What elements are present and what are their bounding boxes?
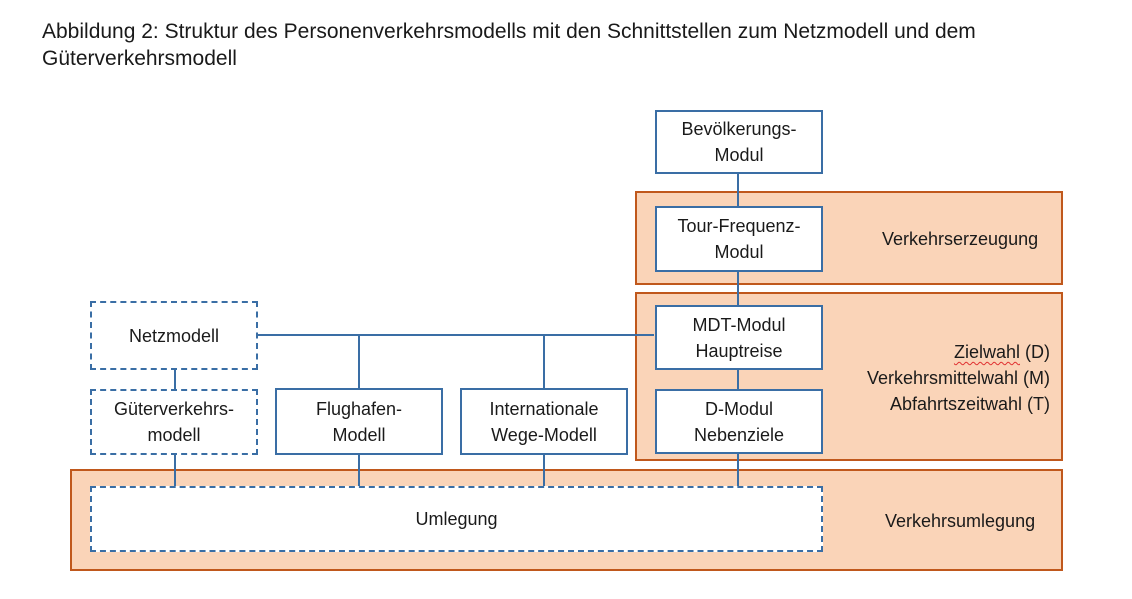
box-tour-frequenz-modul-label: Tour-Frequenz- Modul [677, 216, 801, 262]
box-bevoelkerungs-modul-label: Bevölkerungs- Modul [681, 119, 797, 165]
box-d-modul: D-Modul Nebenziele [655, 389, 823, 454]
label-choice-stages: Zielwahl (D) Verkehrsmittelwahl (M) Abfa… [867, 339, 1050, 417]
box-d-modul-label: D-Modul Nebenziele [693, 398, 785, 445]
box-umlegung: Umlegung [90, 486, 823, 552]
box-mdt-modul-label: MDT-Modul Hauptreise [692, 314, 786, 361]
box-internationale-wege-modell: Internationale Wege-Modell [460, 388, 628, 455]
box-internationale-wege-modell-label: Internationale Wege-Modell [489, 398, 599, 445]
box-netzmodell-label: Netzmodell [128, 325, 220, 346]
label-zielwahl-word: Zielwahl [953, 342, 1020, 362]
box-umlegung-label: Umlegung [415, 509, 498, 529]
label-verkehrsumlegung: Verkehrsumlegung [885, 511, 1036, 531]
box-netzmodell: Netzmodell [90, 301, 258, 370]
label-zielwahl-suffix: (D) [1020, 342, 1050, 362]
label-verkehrserzeugung: Verkehrserzeugung [882, 229, 1039, 249]
box-flughafen-modell: Flughafen- Modell [275, 388, 443, 455]
label-abfahrtszeitwahl: Abfahrtszeitwahl (T) [889, 394, 1050, 414]
box-tour-frequenz-modul: Tour-Frequenz- Modul [655, 206, 823, 272]
box-mdt-modul: MDT-Modul Hauptreise [655, 305, 823, 370]
box-flughafen-modell-label: Flughafen- Modell [315, 398, 403, 445]
box-gueterverkehrsmodell: Güterverkehrs- modell [90, 389, 258, 455]
box-bevoelkerungs-modul: Bevölkerungs- Modul [655, 110, 823, 174]
box-gueterverkehrsmodell-label: Güterverkehrs- modell [113, 399, 235, 445]
figure-caption: Abbildung 2: Struktur des Personenverkeh… [42, 20, 976, 70]
label-zielwahl: Zielwahl (D) [867, 339, 1050, 365]
label-verkehrsmittelwahl: Verkehrsmittelwahl (M) [866, 368, 1050, 388]
